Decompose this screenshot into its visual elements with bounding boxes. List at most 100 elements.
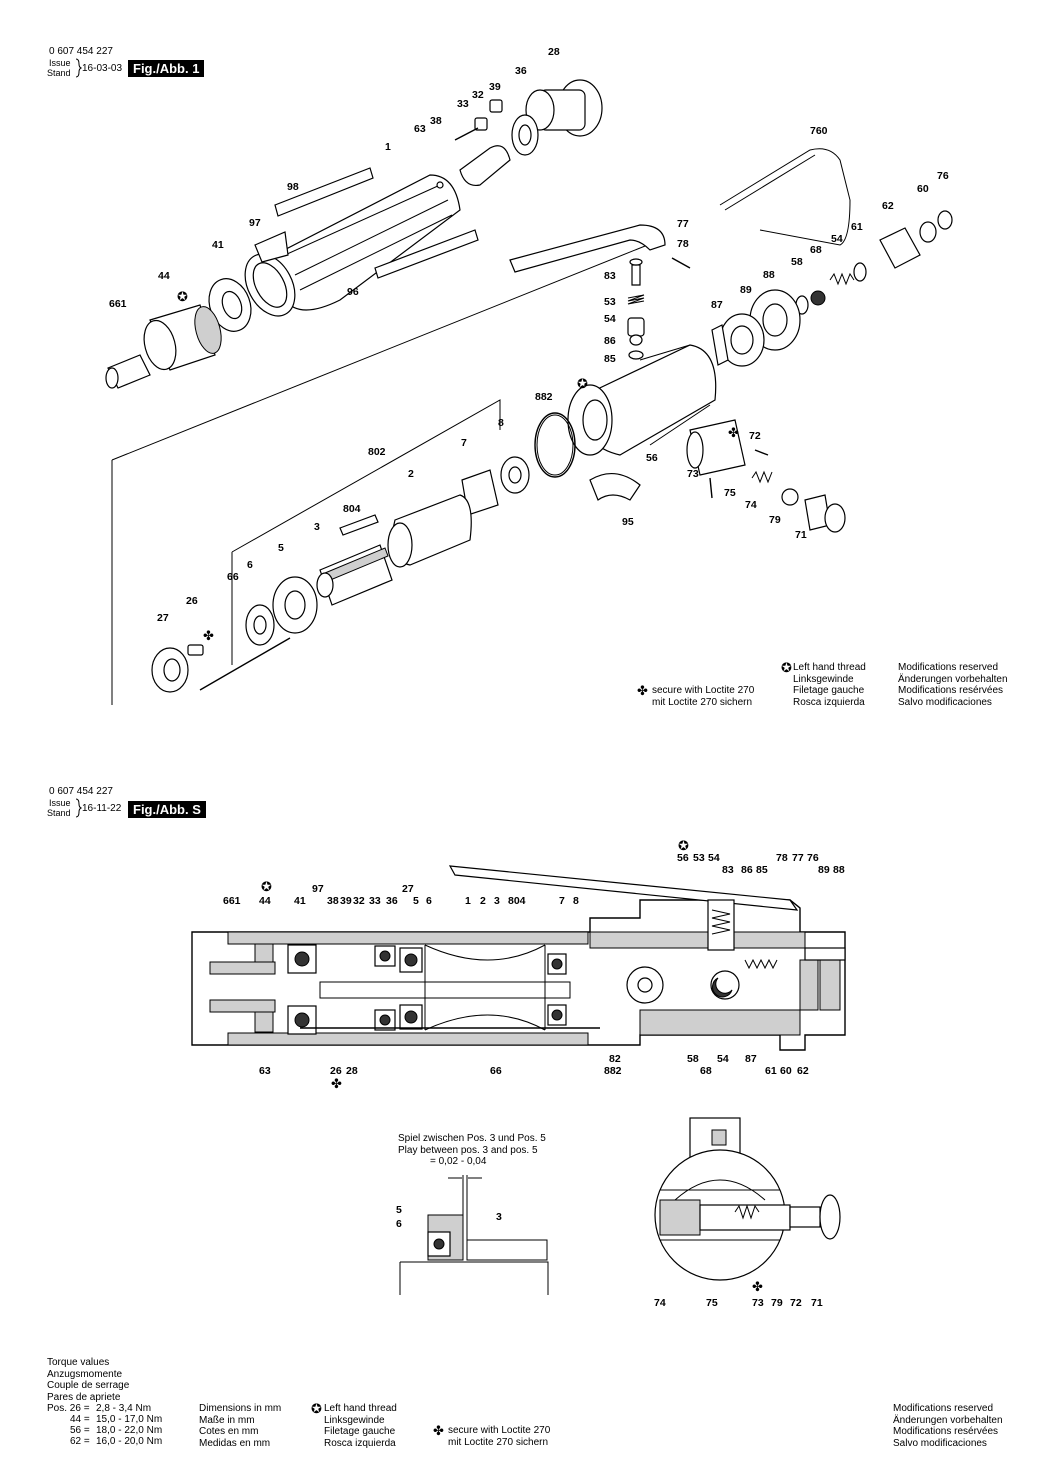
part-number: 8 xyxy=(498,417,504,429)
part-number: 56 xyxy=(646,452,658,464)
part-number: 88 xyxy=(763,269,775,281)
section-label: 97 xyxy=(312,883,324,895)
issue-date-s: 16-11-22 xyxy=(82,803,122,814)
part-number: 41 xyxy=(212,239,224,251)
left-hand-thread-icon: ✪ xyxy=(781,660,792,675)
section-label: 76 xyxy=(807,852,819,864)
part-number: 95 xyxy=(622,516,634,528)
part-number: 2 xyxy=(408,468,414,480)
loctite-icon: ✤ xyxy=(728,425,739,440)
section-label: 87 xyxy=(745,1053,757,1065)
part-number: 53 xyxy=(604,296,616,308)
issue-label-1: Issue xyxy=(49,58,71,68)
doc-number-1: 0 607 454 227 xyxy=(49,46,113,57)
section-label: 39 xyxy=(340,895,352,907)
section-label: 38 xyxy=(327,895,339,907)
part-number: 79 xyxy=(769,514,781,526)
torque-row-pos: 56 = xyxy=(70,1425,90,1436)
section-label: 6 xyxy=(426,895,432,907)
part-number: 802 xyxy=(368,446,386,458)
stand-label-s: Stand xyxy=(47,808,71,818)
part-number: 54 xyxy=(831,233,843,245)
detail-label: 5 xyxy=(396,1204,402,1216)
valve-label: 73 xyxy=(752,1297,764,1309)
section-label: 82 xyxy=(609,1053,621,1065)
section-label: 66 xyxy=(490,1065,502,1077)
torque-title: Torque values Anzugsmomente Couple de se… xyxy=(47,1357,130,1403)
section-label: 85 xyxy=(756,864,768,876)
part-number: 60 xyxy=(917,183,929,195)
section-label: 63 xyxy=(259,1065,271,1077)
valve-label: 71 xyxy=(811,1297,823,1309)
section-label: 60 xyxy=(780,1065,792,1077)
part-number: 77 xyxy=(677,218,689,230)
section-label: 32 xyxy=(353,895,365,907)
part-number: 76 xyxy=(937,170,949,182)
part-number: 72 xyxy=(749,430,761,442)
part-number: 760 xyxy=(810,125,828,137)
section-label: 54 xyxy=(717,1053,729,1065)
part-number: 28 xyxy=(548,46,560,58)
valve-label: 75 xyxy=(706,1297,718,1309)
part-number: 85 xyxy=(604,353,616,365)
left-hand-thread-icon: ✪ xyxy=(261,879,272,894)
section-label: 77 xyxy=(792,852,804,864)
loctite-icon: ✤ xyxy=(752,1279,763,1294)
part-number: 661 xyxy=(109,298,127,310)
part-number: 3 xyxy=(314,521,320,533)
section-label: 53 xyxy=(693,852,705,864)
section-label: 68 xyxy=(700,1065,712,1077)
section-label: 61 xyxy=(765,1065,777,1077)
section-label: 3 xyxy=(494,895,500,907)
torque-row-pos: 62 = xyxy=(70,1436,90,1447)
part-number: 68 xyxy=(810,244,822,256)
part-number: 6 xyxy=(247,559,253,571)
loctite-icon: ✤ xyxy=(433,1423,444,1438)
part-number: 61 xyxy=(851,221,863,233)
part-number: 5 xyxy=(278,542,284,554)
section-label: 26 xyxy=(330,1065,342,1077)
section-label: 83 xyxy=(722,864,734,876)
part-number: 33 xyxy=(457,98,469,110)
issue-date-1: 16-03-03 xyxy=(82,63,123,74)
play-note: Spiel zwischen Pos. 3 und Pos. 5 Play be… xyxy=(398,1133,546,1167)
section-label: 804 xyxy=(508,895,526,907)
detail-label: 3 xyxy=(496,1211,502,1223)
part-number: 44 xyxy=(158,270,170,282)
section-label: 27 xyxy=(402,883,414,895)
figure-badge-1: Fig./Abb. 1 xyxy=(128,60,205,77)
part-number: 39 xyxy=(489,81,501,93)
loctite-icon: ✤ xyxy=(331,1076,342,1091)
part-number: 96 xyxy=(347,286,359,298)
part-number: 36 xyxy=(515,65,527,77)
section-label: 58 xyxy=(687,1053,699,1065)
section-label: 5 xyxy=(413,895,419,907)
section-label: 8 xyxy=(573,895,579,907)
part-number: 71 xyxy=(795,529,807,541)
part-number: 75 xyxy=(724,487,736,499)
part-number: 98 xyxy=(287,181,299,193)
section-label: 36 xyxy=(386,895,398,907)
part-number: 89 xyxy=(740,284,752,296)
part-number: 83 xyxy=(604,270,616,282)
torque-row-pos: Pos. 26 = xyxy=(47,1403,90,1414)
left-hand-thread-icon: ✪ xyxy=(577,376,588,391)
section-label: 89 xyxy=(818,864,830,876)
section-label: 1 xyxy=(465,895,471,907)
part-number: 27 xyxy=(157,612,169,624)
left-hand-thread-icon: ✪ xyxy=(678,838,689,853)
left-hand-thread-icon: ✪ xyxy=(177,289,188,304)
section-label: 88 xyxy=(833,864,845,876)
section-label: 7 xyxy=(559,895,565,907)
section-label: 62 xyxy=(797,1065,809,1077)
part-number: 62 xyxy=(882,200,894,212)
motor-housing-tube xyxy=(244,174,461,317)
